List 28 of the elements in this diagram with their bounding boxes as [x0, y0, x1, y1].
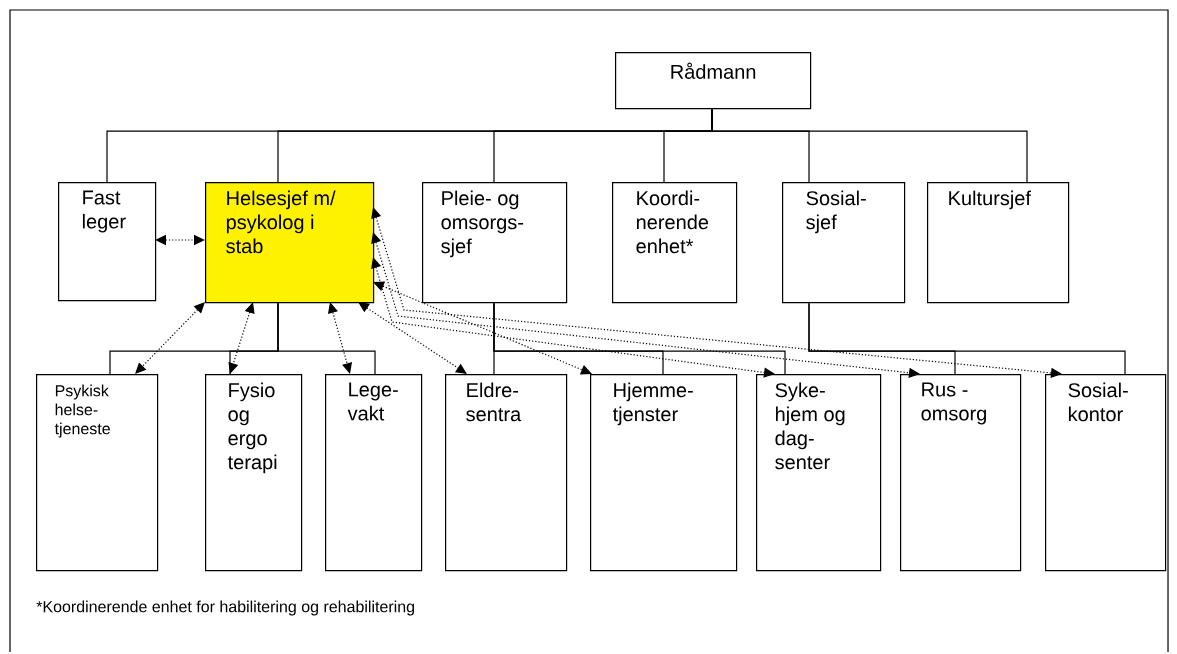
top-box: Rådmann [615, 52, 812, 110]
dotted-arrow [155, 234, 205, 246]
org-box: Eldre- sentra [445, 374, 568, 572]
org-box: Syke- hjem og dag- senter [756, 374, 882, 572]
dotted-arrow [371, 232, 920, 378]
connector-line [493, 302, 786, 375]
dotted-arrow [358, 302, 467, 374]
org-box: Psykisk helse- tjeneste [36, 374, 159, 572]
dotted-arrow [373, 281, 592, 375]
org-box: Fysio og ergo terapi [205, 374, 303, 572]
org-box: Sosial- kontor [1045, 374, 1167, 572]
dotted-arrow [228, 302, 255, 374]
org-box: Pleie- og omsorgs- sjef [422, 182, 568, 304]
dotted-arrow [371, 257, 775, 378]
org-box: Sosial- sjef [782, 182, 906, 304]
dotted-arrow [327, 302, 353, 374]
org-box: Kultursjef [927, 182, 1070, 304]
org-box: Hjemme- tjenster [590, 374, 738, 572]
connector-line [711, 108, 1028, 183]
org-box: Lege- vakt [325, 374, 423, 572]
footnote: *Koordinerende enhet for habilitering og rehabilitering [36, 600, 414, 616]
dotted-arrow [135, 302, 205, 374]
connector-line [277, 302, 376, 375]
highlighted-box: Helsesjef m/ psykolog i stab [205, 182, 375, 304]
connector-line [808, 302, 1126, 375]
org-box: Koordi- nerende enhet* [612, 182, 738, 304]
org-box: Fast leger [58, 182, 157, 302]
org-box: Rus - omsorg [900, 374, 1022, 572]
